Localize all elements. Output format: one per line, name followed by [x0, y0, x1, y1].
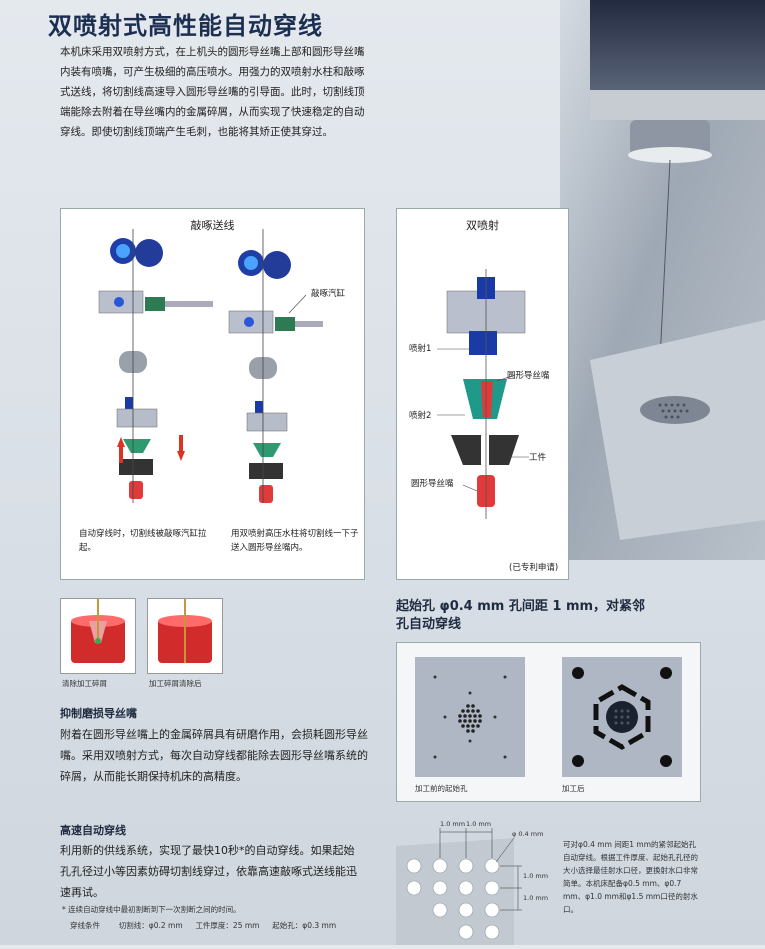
thumb-before-caption: 清除加工碎屑 [62, 679, 107, 688]
label-jet1: 喷射1 [409, 344, 432, 354]
grid-note: 可对φ0.4 mm 间距1 mm的紧邻起始孔自动穿线。根据工件厚度、起始孔孔径的… [563, 840, 698, 914]
hole-grid-diagram: 1.0 mm 1.0 mm φ 0.4 mm 1.0 mm 1.0 mm [396, 818, 556, 945]
feed-caption-left: 自动穿线时，切割线被敲啄汽缸拉起。 [79, 529, 207, 553]
hole-grid-svg [396, 828, 522, 945]
jet-diagram [437, 269, 529, 519]
wear-body: 附着在圆形导丝嘴上的金属碎屑具有研磨作用，会损耗圆形导丝嘴。采用双喷射方式，每次… [60, 728, 368, 783]
grid-pitch-b: 1.0 mm [466, 820, 492, 828]
machine-photo [560, 0, 765, 560]
condition-thickness: 工件厚度：25 mm [195, 921, 260, 930]
feed-diagram [98, 229, 323, 503]
feed-panel-title: 敲啄送线 [190, 219, 235, 232]
label-cylinder: 敲啄汽缸 [311, 289, 346, 299]
thumb-before [60, 598, 136, 674]
conditions-label: 穿线条件 [70, 921, 100, 930]
holes-headline-line1: 起始孔 φ0.4 mm 孔间距 1 mm，对紧邻 [396, 599, 646, 614]
condition-wire: 切割线：φ0.2 mm [118, 921, 183, 930]
thumb-after [147, 598, 223, 674]
feed-diagram-panel: 敲啄送线 [60, 208, 365, 580]
condition-start-hole: 起始孔：φ0.3 mm [272, 921, 337, 930]
jet-panel-title: 双喷射 [466, 219, 499, 232]
hole-plate-after-image [562, 657, 682, 777]
label-jet2: 喷射2 [409, 411, 432, 421]
label-workpiece: 工件 [529, 453, 547, 463]
feed-caption-right: 用双喷射高压水柱将切割线一下子送入圆形导丝嘴内。 [231, 529, 359, 553]
patent-note: (已专利申请) [509, 563, 559, 573]
holes-before-caption: 加工前的起始孔 [415, 784, 468, 793]
holes-after-caption: 加工后 [562, 784, 585, 793]
feed-mechanism-right [177, 229, 323, 503]
thumb-after-caption: 加工碎屑清除后 [149, 679, 202, 688]
speed-conditions: 穿线条件 切割线：φ0.2 mm 工件厚度：25 mm 起始孔：φ0.3 mm [70, 920, 390, 931]
grid-pitch-d: 1.0 mm [523, 894, 549, 902]
feed-mechanism-left [98, 229, 213, 503]
nozzle-with-chips-image [71, 599, 125, 663]
grid-pitch-a: 1.0 mm [440, 820, 466, 828]
label-round-guide-bottom: 圆形导丝嘴 [411, 479, 454, 489]
label-round-guide-top: 圆形导丝嘴 [507, 371, 550, 381]
hole-plate-before-image [415, 657, 525, 777]
grid-diameter: φ 0.4 mm [512, 830, 544, 838]
grid-pitch-c: 1.0 mm [523, 872, 549, 880]
speed-heading: 高速自动穿线 [60, 824, 126, 837]
holes-headline: 起始孔 φ0.4 mm 孔间距 1 mm，对紧邻 孔自动穿线 [396, 598, 736, 634]
page-title: 双喷射式高性能自动穿线 [48, 12, 323, 40]
speed-footnote: * 连续自动穿线中最初割断到下一次割断之间的时间。 [62, 905, 241, 914]
intro-paragraph: 本机床采用双喷射方式，在上机头的圆形导丝嘴上部和圆形导丝嘴内装有喷嘴，可产生极细… [60, 46, 365, 138]
nozzle-clean-image [158, 599, 212, 663]
holes-headline-line2: 孔自动穿线 [396, 617, 462, 632]
speed-body: 利用新的供线系统，实现了最快10秒*的自动穿线。如果起始孔孔径过小等因素妨碍切割… [60, 844, 357, 899]
holes-panel: 加工前的起始孔 加工后 [396, 642, 701, 802]
jet-diagram-panel: 双喷射 喷射1 圆形导丝嘴 喷射2 工件 圆形导丝嘴 (已专利申请) [396, 208, 569, 580]
wear-heading: 抑制磨损导丝嘴 [60, 707, 137, 720]
